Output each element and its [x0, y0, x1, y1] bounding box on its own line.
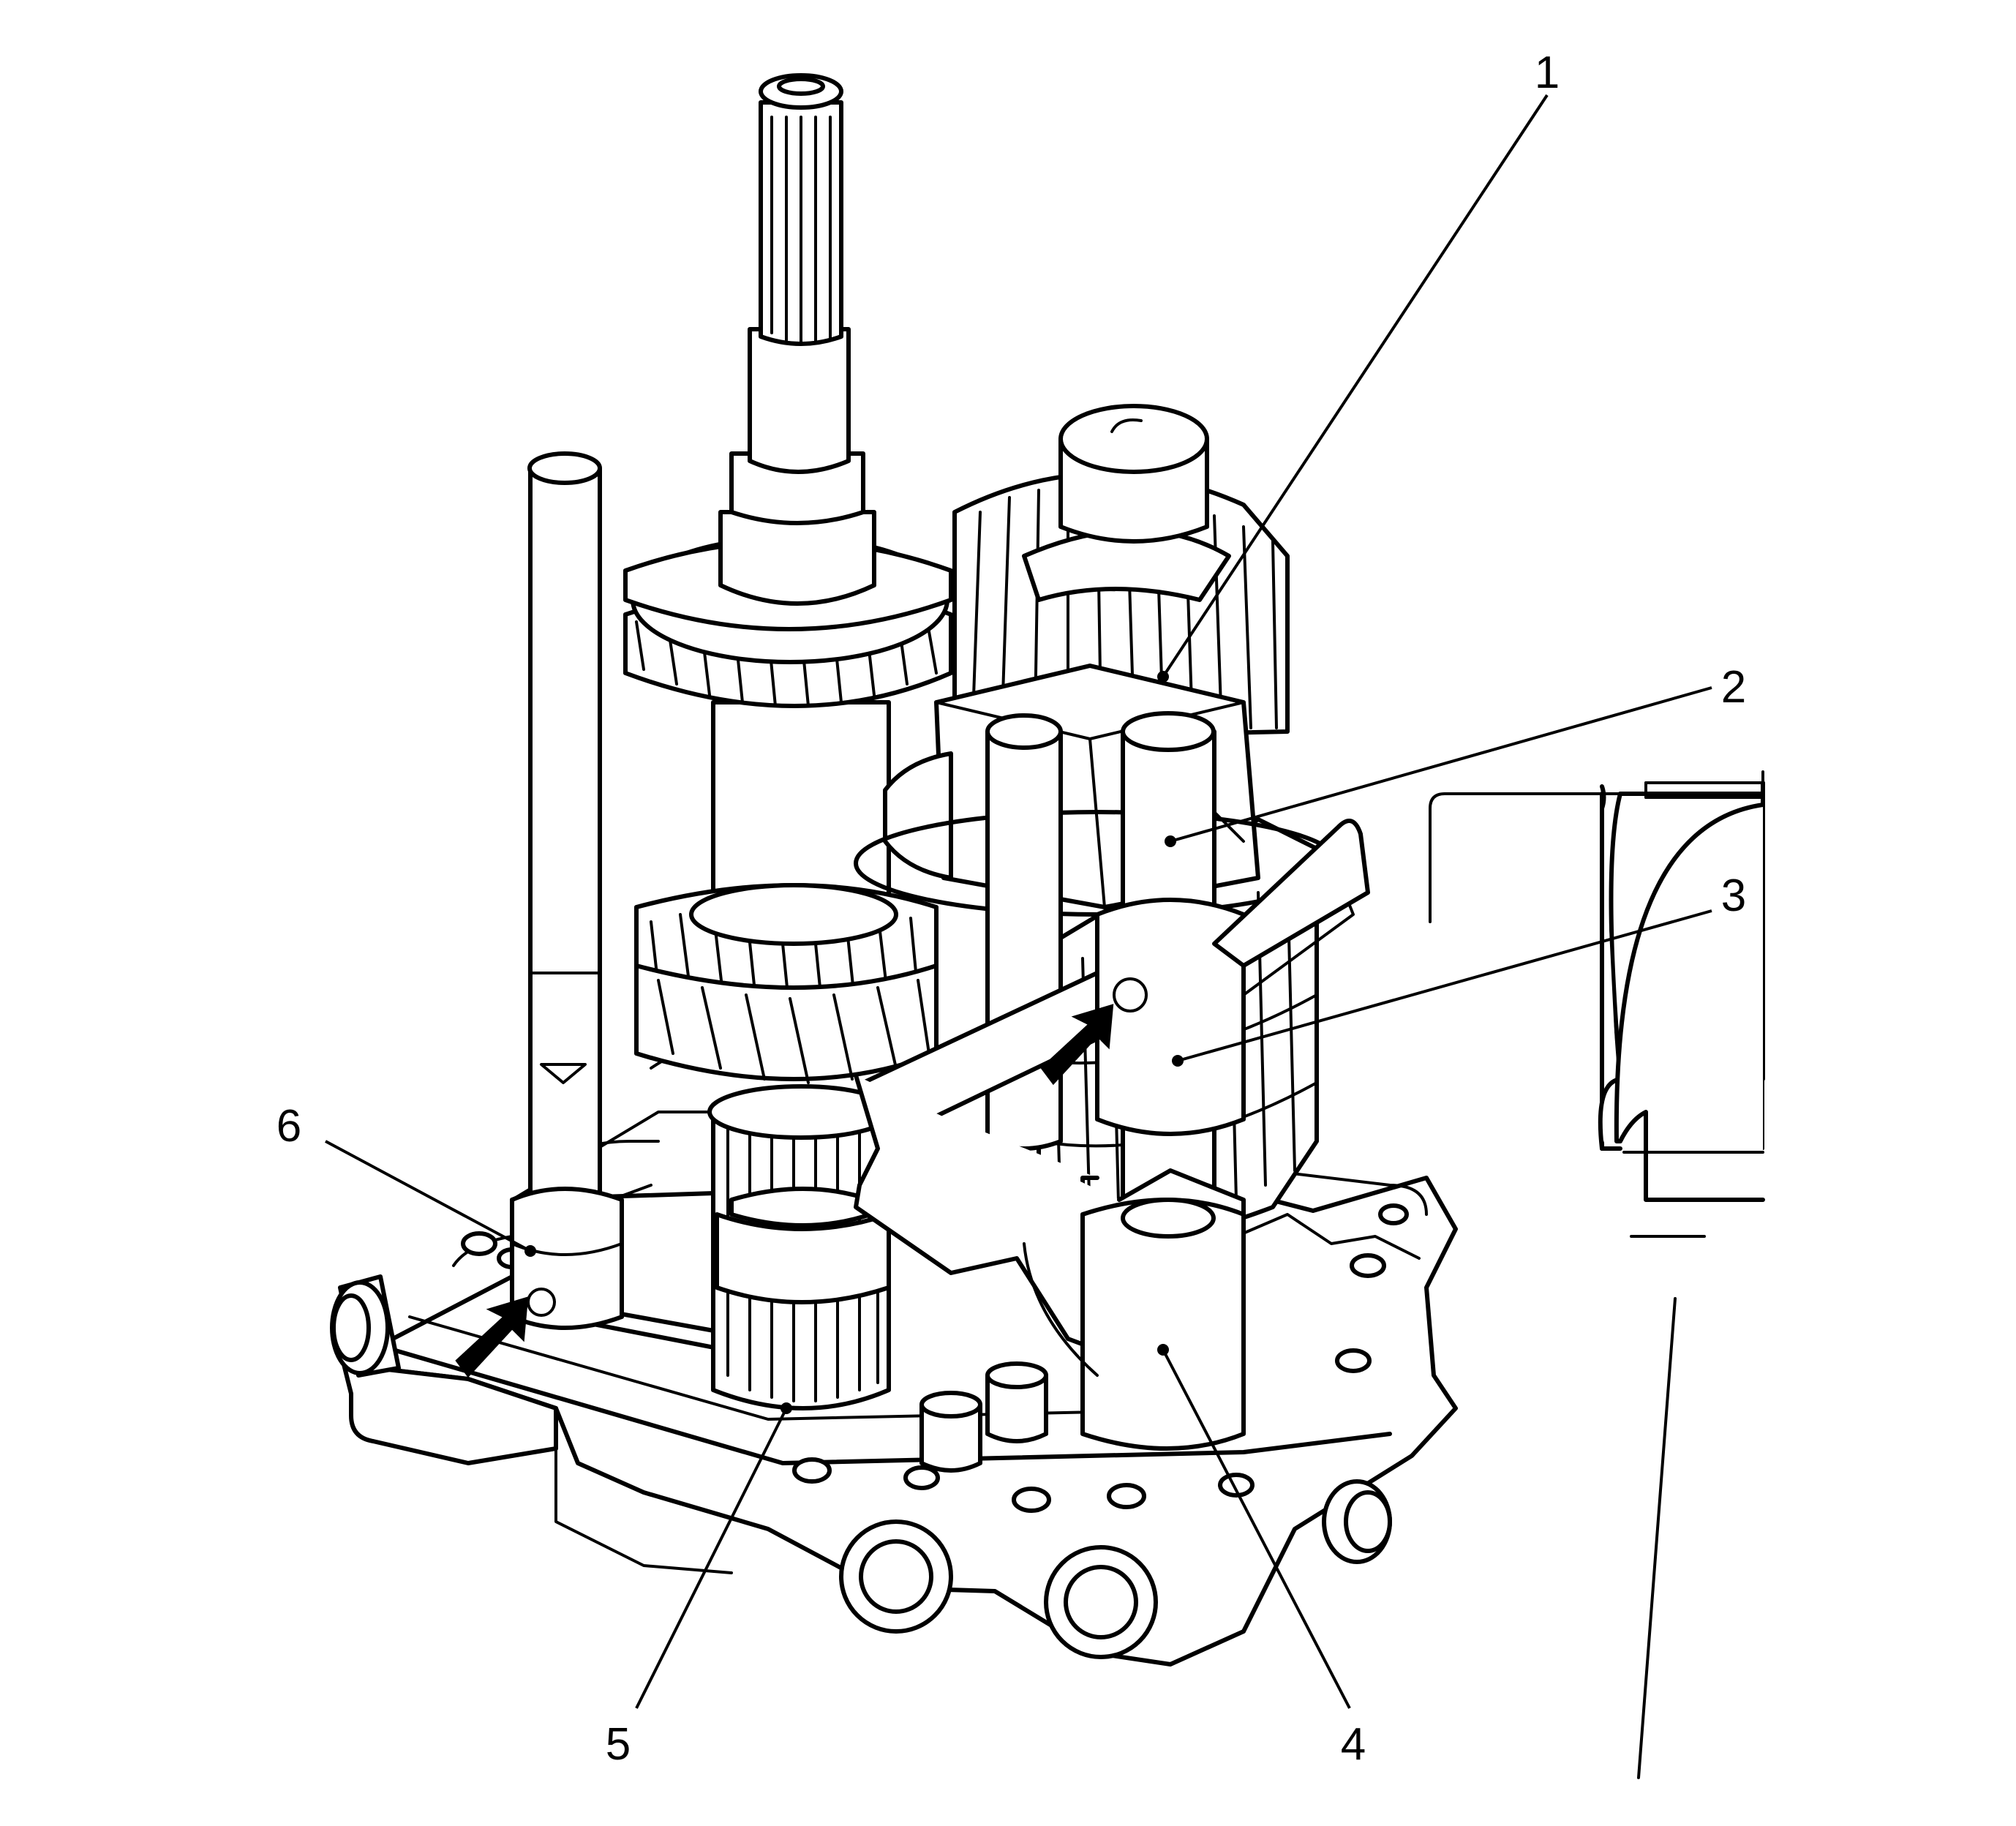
leader-lines [325, 94, 1712, 1709]
callout-4: 4 [1341, 1719, 1366, 1770]
holding-fixture [1429, 770, 1765, 1779]
callout-3: 3 [1721, 871, 1746, 921]
direction-arrow-icon [1040, 1004, 1114, 1086]
drain-plug [330, 1274, 401, 1378]
callout-6: 6 [277, 1101, 301, 1151]
left-shift-rail [510, 451, 624, 1330]
case-boss-left [839, 1519, 953, 1634]
shift-rails [854, 711, 1370, 1473]
direction-arrow-icon [455, 1296, 529, 1378]
case-boss-right [1044, 1545, 1158, 1659]
callout-2: 2 [1721, 662, 1746, 713]
callout-5: 5 [606, 1719, 631, 1770]
case-boss-side [1322, 1479, 1392, 1564]
callout-1: 1 [1535, 48, 1560, 98]
